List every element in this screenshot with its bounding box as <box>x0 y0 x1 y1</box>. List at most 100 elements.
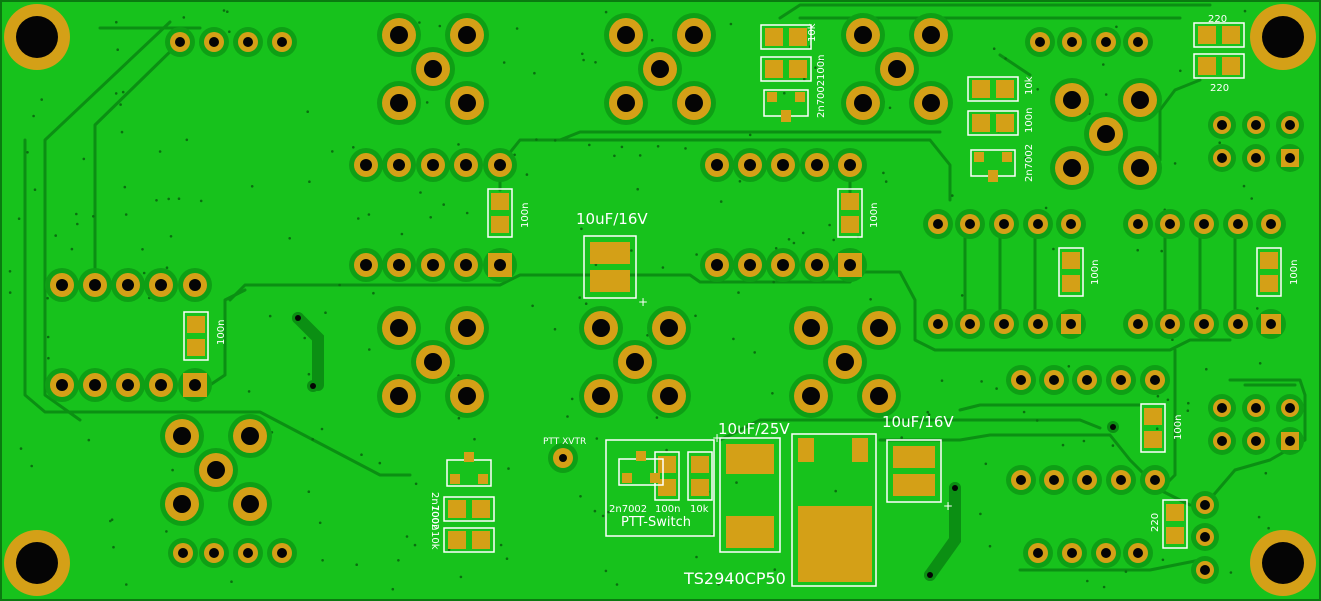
smd-pad <box>691 456 709 473</box>
smd-pad <box>841 193 859 210</box>
drill-hole <box>277 548 287 558</box>
drill-hole <box>209 548 219 558</box>
stitching-via <box>738 180 742 183</box>
smd-pad <box>448 531 466 549</box>
ic-pin <box>78 268 112 302</box>
ic-pin <box>349 248 383 282</box>
sma-ground-pad <box>647 374 691 418</box>
mounting-drill <box>16 16 58 58</box>
header-pin <box>1276 427 1304 455</box>
sma-center-pad <box>411 340 455 384</box>
drill-hole <box>1035 37 1045 47</box>
r-ptt-label: 10k <box>690 504 709 515</box>
drill-hole <box>173 495 191 513</box>
smd-pad <box>491 193 509 210</box>
ic-pin <box>1023 209 1053 239</box>
stitching-via <box>405 535 409 538</box>
drill-hole <box>1131 159 1149 177</box>
stitching-via <box>1205 367 1208 371</box>
header-pin <box>1208 111 1236 139</box>
drill-hole <box>1217 153 1227 163</box>
stitching-via <box>1250 197 1253 200</box>
stitching-via <box>1171 338 1174 342</box>
stitching-via <box>288 237 292 240</box>
c-ic2-label: 100n <box>869 203 880 228</box>
stitching-via <box>507 467 510 470</box>
stitching-via <box>414 482 418 486</box>
stitching-via <box>787 238 791 241</box>
sma-center-pad <box>613 340 657 384</box>
silk-outline <box>760 56 812 82</box>
resistor-10k <box>967 76 1019 102</box>
smd-layer: +++ <box>183 22 1282 587</box>
ic-pin <box>1189 309 1219 339</box>
stitching-via <box>774 247 778 250</box>
sma-ground-pad <box>857 306 901 350</box>
drill-hole <box>844 259 856 271</box>
smd-pad <box>781 110 791 122</box>
header-pin <box>1023 538 1053 568</box>
drill-hole <box>592 387 610 405</box>
stitching-via <box>595 437 599 440</box>
q-ptt-label: 2n7002 <box>609 504 647 515</box>
stitching-via <box>1264 471 1268 475</box>
stitching-via <box>753 351 756 354</box>
header-pin <box>233 27 263 57</box>
drill-hole <box>1133 548 1143 558</box>
ic-pin <box>382 248 416 282</box>
capacitor-100n <box>967 110 1019 136</box>
header-pin <box>1191 491 1219 519</box>
stitching-via <box>125 583 128 586</box>
drill-hole <box>56 279 68 291</box>
smd-pad <box>491 216 509 233</box>
stitching-via <box>17 217 21 220</box>
drill-hole <box>458 319 476 337</box>
silk-outline <box>1193 22 1245 48</box>
r-top-right-a-label: 220 <box>1208 14 1227 25</box>
q-bl-label: 2n7002 <box>429 492 440 530</box>
sma-ground-pad <box>647 306 691 350</box>
header-pin <box>1191 523 1219 551</box>
drill-hole <box>1233 219 1243 229</box>
stitching-via <box>465 211 469 215</box>
drill-hole <box>933 319 943 329</box>
stitching-via <box>604 10 608 14</box>
silk-outline <box>719 437 781 553</box>
sma-ground-pad <box>377 13 421 57</box>
header-pin <box>1276 394 1304 422</box>
smd-pad <box>1260 275 1278 292</box>
smd-pad <box>636 451 646 461</box>
header-pin <box>168 538 198 568</box>
stitching-via <box>1258 362 1262 365</box>
stitching-via <box>1256 307 1259 310</box>
drill-hole <box>122 279 134 291</box>
stitching-via <box>566 415 569 418</box>
stitching-via <box>695 555 698 559</box>
sma-ground-pad <box>857 374 901 418</box>
stitching-via <box>19 447 23 450</box>
stitching-via <box>119 103 122 106</box>
stitching-via <box>615 583 619 586</box>
stitching-via <box>499 543 503 547</box>
stitching-via <box>167 197 170 201</box>
smd-pad <box>795 92 805 102</box>
drill-hole <box>1131 91 1149 109</box>
stitching-via <box>54 234 57 237</box>
ic-pin <box>144 368 178 402</box>
drill-hole <box>651 60 669 78</box>
sma-center-pad <box>823 340 867 384</box>
drill-hole <box>922 94 940 112</box>
stitching-via <box>320 427 324 431</box>
c-ic1-label: 100n <box>520 203 531 228</box>
stitching-via <box>601 514 605 518</box>
smd-pad <box>789 28 807 46</box>
stitching-via <box>505 557 509 560</box>
via-drill <box>1110 424 1116 430</box>
ic-pin <box>800 248 834 282</box>
silk-outline <box>760 24 812 50</box>
sma-ground-pad <box>1050 78 1094 122</box>
stitching-via <box>584 302 588 306</box>
drill-hole <box>1266 319 1276 329</box>
drill-hole <box>1082 375 1092 385</box>
stitching-via <box>8 270 12 273</box>
